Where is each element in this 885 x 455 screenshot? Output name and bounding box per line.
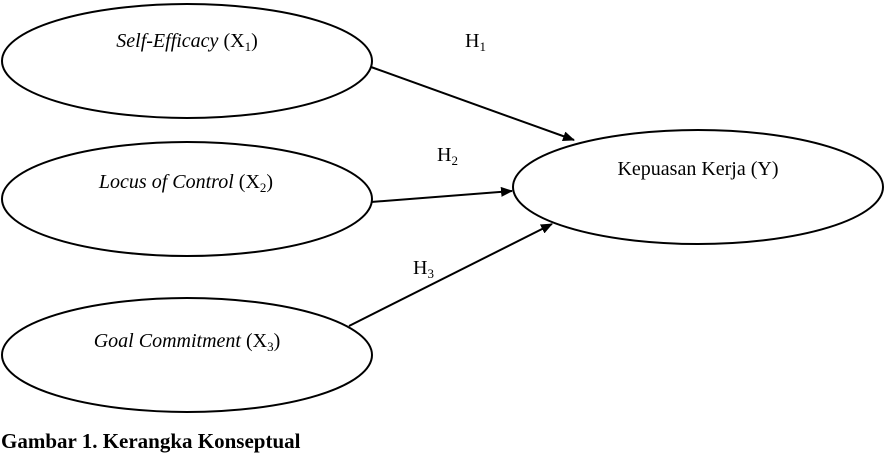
node-x3-var: X [252,330,268,352]
arrow-x3-to-y [348,223,553,327]
hypothesis-h3-letter: H [413,257,428,279]
hypothesis-h3-sub: 3 [427,266,434,281]
node-x3-ellipse [1,297,373,413]
hypothesis-h2-sub: 2 [451,153,458,168]
node-x1-ellipse [1,3,373,119]
node-x3-label: Goal Commitment (X3) [93,330,281,354]
hypothesis-h3-label: H3 [413,256,434,280]
arrow-x2-to-y [370,186,513,203]
node-x1-sub: 1 [244,39,252,54]
node-x3-sub: 3 [267,339,274,354]
arrow-x1-to-y [370,66,575,141]
node-x2-var: X [245,171,260,193]
hypothesis-h2-label: H2 [437,143,458,167]
hypothesis-h1-label: H1 [465,29,486,53]
node-y-ellipse [512,129,884,245]
node-x2-sub: 2 [259,180,267,195]
node-x2-ellipse [1,141,373,257]
hypothesis-h2-letter: H [437,144,452,166]
node-x1-var: X [230,30,245,52]
node-x2-name: Locus of Control [98,171,234,193]
hypothesis-h1-sub: 1 [479,39,486,54]
hypothesis-h1-letter: H [465,30,480,52]
node-x3-name: Goal Commitment [93,330,241,352]
node-y-label: Kepuasan Kerja (Y) [588,157,808,181]
node-x1-label: Self-Efficacy (X1) [116,30,258,54]
node-x2-label: Locus of Control (X2) [98,171,274,195]
node-x1-name: Self-Efficacy [116,30,219,52]
node-y-text: Kepuasan Kerja (Y) [617,158,779,180]
figure-caption: Gambar 1. Kerangka Konseptual [1,429,301,453]
